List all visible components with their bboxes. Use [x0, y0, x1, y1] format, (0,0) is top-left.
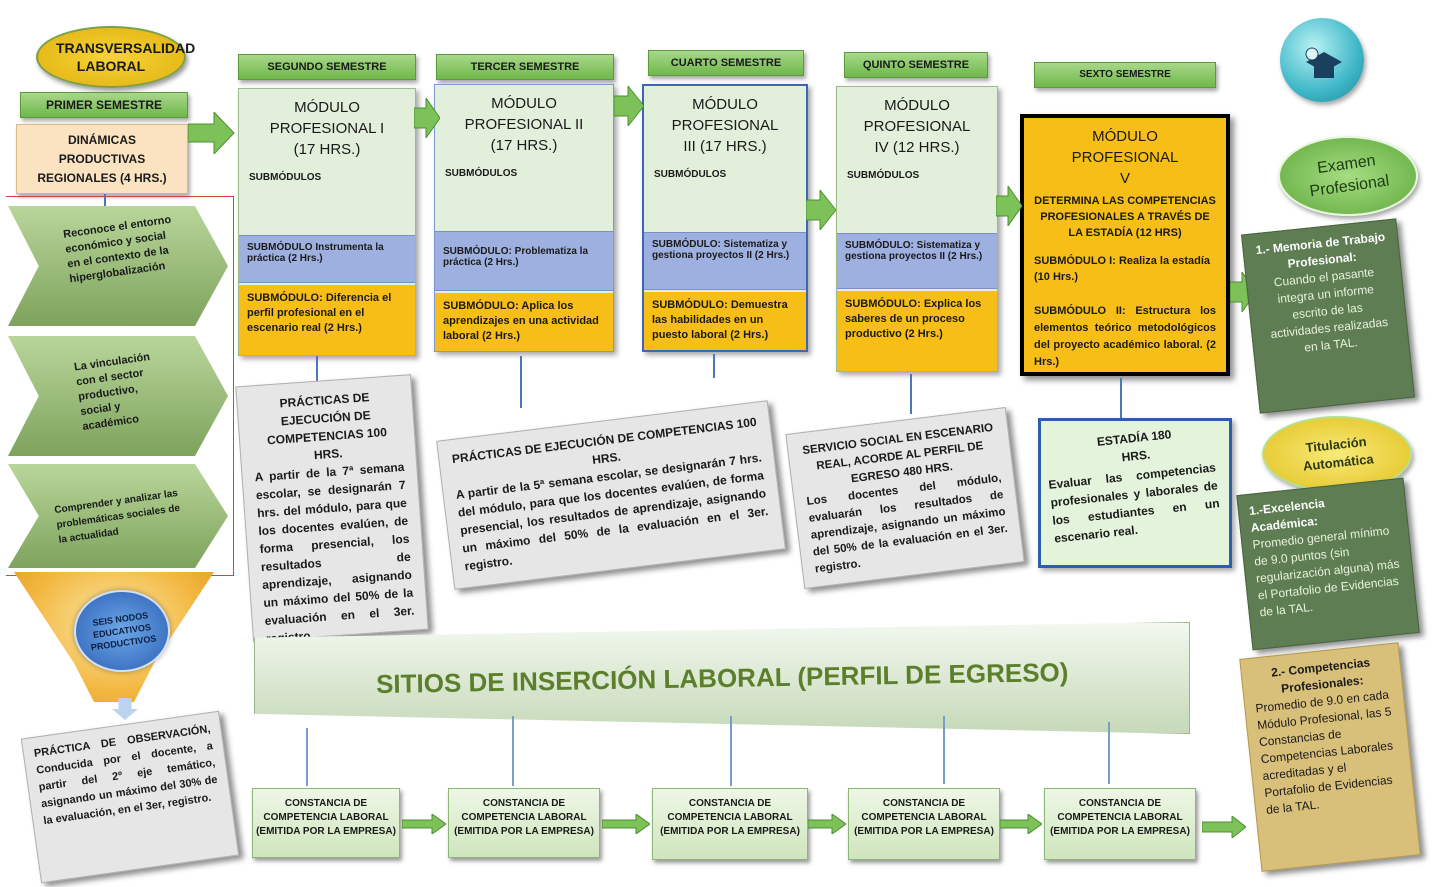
- connector-mod3: [713, 354, 715, 378]
- arrow-mod1-mod2: [414, 98, 440, 138]
- modulo-5-sub1: SUBMÓDULO I: Realiza la estadía (10 Hrs.…: [1034, 255, 1211, 283]
- header-segundo-semestre: SEGUNDO SEMESTRE: [238, 54, 416, 80]
- connector-mod2: [520, 356, 522, 408]
- dinamicas-label: DINÁMICAS PRODUCTIVAS REGIONALES (4 HRS.…: [37, 132, 167, 185]
- arrow-mod4-mod5: [996, 186, 1022, 226]
- connector-const-2: [512, 716, 514, 786]
- examen-label: Examen Profesional: [1308, 152, 1391, 201]
- header-sexto-semestre: SEXTO SEMESTRE: [1034, 62, 1216, 88]
- arrow-mod2-mod3: [614, 86, 644, 126]
- transversalidad-label: TRANSVERSALIDAD LABORAL: [56, 40, 196, 74]
- dinamicas-box: DINÁMICAS PRODUCTIVAS REGIONALES (4 HRS.…: [16, 124, 188, 194]
- modulo-5-subtitle: DETERMINA LAS COMPETENCIAS PROFESIONALES…: [1034, 195, 1216, 239]
- examen-profesional-badge: Examen Profesional: [1278, 136, 1418, 216]
- observacion-box: PRÁCTICA DE OBSERVACIÓN, Conducida por e…: [20, 710, 240, 884]
- constancia-3: CONSTANCIA DE COMPETENCIA LABORAL (EMITI…: [652, 788, 808, 860]
- header-cuarto-semestre: CUARTO SEMESTRE: [648, 50, 804, 76]
- graduation-cap-icon: [1280, 18, 1364, 102]
- connector-const-5: [1108, 722, 1110, 784]
- connector-mod1: [316, 356, 318, 382]
- cap-icon-svg: [1305, 47, 1342, 78]
- constancia-5: CONSTANCIA DE COMPETENCIA LABORAL (EMITI…: [1044, 788, 1196, 860]
- titulacion-label: Titulación Automática: [1302, 433, 1375, 474]
- funnel-circle: SEIS NODOS EDUCATIVOS PRODUCTIVOS: [74, 590, 170, 672]
- estadia-box: ESTADÍA 180 HRS. Evaluar las competencia…: [1038, 418, 1232, 568]
- modulo-3-orange: SUBMÓDULO: Demuestra las habilidades en …: [644, 292, 806, 350]
- modulo-3-blue: SUBMÓDULO: Sistematiza y gestiona proyec…: [644, 232, 806, 290]
- header-tercer-semestre: TERCER SEMESTRE: [436, 54, 614, 80]
- memoria-body: Cuando el pasante integra un informe esc…: [1269, 264, 1389, 355]
- sitios-label: SITIOS DE INSERCIÓN LABORAL (PERFIL DE E…: [375, 656, 1069, 699]
- constancia-2: CONSTANCIA DE COMPETENCIA LABORAL (EMITI…: [448, 788, 600, 858]
- modulo-2-submodulos: SUBMÓDULOS: [445, 168, 518, 179]
- modulo-3-submodulos: SUBMÓDULOS: [654, 169, 727, 180]
- practicas-1-title: PRÁCTICAS DE EJECUCIÓN DE COMPETENCIAS 1…: [266, 390, 388, 463]
- constancia-1: CONSTANCIA DE COMPETENCIA LABORAL (EMITI…: [252, 788, 400, 858]
- arrow-const-5-competencias: [1202, 816, 1246, 838]
- funnel-down-arrow: [112, 698, 138, 720]
- connector-const-3: [730, 716, 732, 786]
- excelencia-body: Promedio general mínimo de 9.0 puntos (s…: [1251, 523, 1401, 620]
- modulo-4-orange: SUBMÓDULO: Explica los saberes de un pro…: [837, 291, 997, 371]
- header-primer-semestre: PRIMER SEMESTRE: [20, 92, 188, 118]
- chevron-vinculacion: La vinculación con el sector productivo,…: [8, 336, 228, 456]
- estadia-title: ESTADÍA 180 HRS.: [1096, 427, 1172, 465]
- modulo-profesional-2: MÓDULO PROFESIONAL II (17 HRS.) SUBMÓDUL…: [434, 84, 614, 352]
- modulo-profesional-4: MÓDULO PROFESIONAL IV (12 HRS.) SUBMÓDUL…: [836, 86, 998, 372]
- arrow-const-4-5: [1000, 814, 1042, 834]
- arrow-primer-to-segundo: [188, 112, 235, 154]
- connector-mod5: [1120, 378, 1122, 418]
- modulo-4-submodulos: SUBMÓDULOS: [847, 170, 920, 181]
- modulo-4-title: MÓDULO PROFESIONAL IV (12 HRS.): [863, 97, 971, 156]
- modulo-5-sub2: SUBMÓDULO II: Estructura los elementos t…: [1034, 305, 1216, 368]
- arrow-const-1-2: [402, 814, 446, 834]
- funnel-label: SEIS NODOS EDUCATIVOS PRODUCTIVOS: [90, 610, 158, 653]
- modulo-5-title: MÓDULO PROFESIONAL V: [1071, 128, 1179, 187]
- connector-const-1: [306, 728, 308, 786]
- modulo-3-title: MÓDULO PROFESIONAL III (17 HRS.): [671, 96, 779, 155]
- modulo-4-blue: SUBMÓDULO: Sistematiza y gestiona proyec…: [837, 233, 997, 289]
- transversalidad-badge: TRANSVERSALIDAD LABORAL: [36, 26, 196, 88]
- arrow-const-3-4: [808, 814, 846, 834]
- practicas-box-1: PRÁCTICAS DE EJECUCIÓN DE COMPETENCIAS 1…: [235, 374, 429, 646]
- connector-const-4: [943, 716, 945, 784]
- modulo-2-title: MÓDULO PROFESIONAL II (17 HRS.): [464, 95, 584, 154]
- modulo-1-blue: SUBMÓDULO Instrumenta la práctica (2 Hrs…: [239, 235, 415, 283]
- modulo-1-submodulos: SUBMÓDULOS: [249, 172, 322, 183]
- constancia-4: CONSTANCIA DE COMPETENCIA LABORAL (EMITI…: [848, 788, 1000, 860]
- excelencia-box: 1.-Excelencia Académica: Promedio genera…: [1236, 477, 1420, 651]
- memoria-box: 1.- Memoria de Trabajo Profesional: Cuan…: [1241, 218, 1415, 414]
- chevron-entorno: Reconoce el entorno económico y social e…: [8, 206, 228, 326]
- chevron-problematicas: Comprender y analizar las problemáticas …: [8, 464, 228, 568]
- practicas-1-body: A partir de la 7ª semana escolar, se des…: [254, 459, 415, 646]
- arrow-const-2-3: [602, 814, 650, 834]
- connector-mod4: [910, 374, 912, 414]
- modulo-2-orange: SUBMÓDULO: Aplica los aprendizajes en un…: [435, 293, 613, 351]
- sitios-insercion-banner: SITIOS DE INSERCIÓN LABORAL (PERFIL DE E…: [254, 622, 1190, 734]
- modulo-1-title: MÓDULO PROFESIONAL I (17 HRS.): [269, 99, 385, 158]
- estadia-body: Evaluar las competencias profesionales y…: [1047, 460, 1221, 546]
- competencias-body: Promedio de 9.0 en cada Módulo Profesion…: [1254, 687, 1394, 817]
- modulo-profesional-1: MÓDULO PROFESIONAL I (17 HRS.) SUBMÓDULO…: [238, 88, 416, 356]
- competencias-box: 2.- Competencias Profesionales: Promedio…: [1239, 642, 1421, 872]
- modulo-profesional-3: MÓDULO PROFESIONAL III (17 HRS.) SUBMÓDU…: [642, 84, 808, 352]
- header-quinto-semestre: QUINTO SEMESTRE: [844, 52, 988, 78]
- modulo-profesional-5: MÓDULO PROFESIONAL V DETERMINA LAS COMPE…: [1020, 114, 1230, 376]
- arrow-mod3-mod4: [806, 190, 836, 230]
- servicio-social-box: SERVICIO SOCIAL EN ESCENARIO REAL, ACORD…: [785, 407, 1025, 589]
- practicas-box-2: PRÁCTICAS DE EJECUCIÓN DE COMPETENCIAS 1…: [436, 400, 786, 590]
- modulo-1-orange: SUBMÓDULO: Diferencia el perfil profesio…: [239, 285, 415, 355]
- modulo-2-blue: SUBMÓDULO: Problematiza la práctica (2 H…: [435, 231, 613, 291]
